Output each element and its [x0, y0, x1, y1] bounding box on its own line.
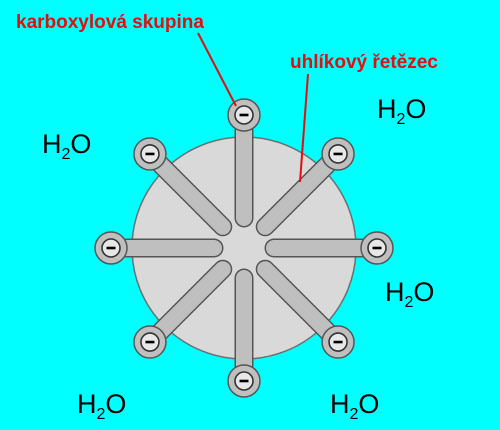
water-o: O — [105, 389, 126, 419]
water-h: H — [385, 277, 404, 307]
water-subscript: 2 — [404, 294, 414, 311]
carboxylate-head — [133, 137, 167, 171]
water-molecule-label: H2O — [377, 94, 426, 129]
water-subscript: 2 — [96, 406, 106, 423]
hydrocarbon-chain — [141, 261, 231, 351]
water-h: H — [377, 94, 396, 124]
water-subscript: 2 — [396, 111, 406, 128]
hydrocarbon-tails — [101, 105, 387, 391]
water-o: O — [405, 94, 426, 124]
water-h: H — [77, 389, 96, 419]
carboxylate-heads — [94, 98, 394, 398]
chain-pointer-line — [299, 73, 309, 183]
carbon-chain-label: uhlíkový řetězec — [290, 52, 438, 73]
hydrocarbon-chain — [257, 261, 347, 351]
carboxyl-pointer-line — [197, 32, 237, 107]
water-h: H — [42, 129, 61, 159]
carboxylate-head — [321, 325, 355, 359]
hydrocarbon-chain — [141, 145, 231, 235]
carboxylate-head — [227, 98, 261, 132]
water-o: O — [70, 129, 91, 159]
carboxylate-head — [133, 325, 167, 359]
water-subscript: 2 — [349, 406, 359, 423]
carboxylate-head — [321, 137, 355, 171]
hydrocarbon-chain — [257, 145, 347, 235]
water-molecule-label: H2O — [77, 389, 126, 424]
water-subscript: 2 — [61, 146, 71, 163]
water-molecule-label: H2O — [330, 389, 379, 424]
carboxylate-head — [94, 231, 128, 265]
carboxylate-head — [227, 364, 261, 398]
water-molecule-label: H2O — [42, 129, 91, 164]
water-o: O — [358, 389, 379, 419]
water-molecule-label: H2O — [385, 277, 434, 312]
carboxylate-head — [360, 231, 394, 265]
carboxyl-group-label: karboxylová skupina — [16, 12, 204, 33]
water-h: H — [330, 389, 349, 419]
water-o: O — [413, 277, 434, 307]
